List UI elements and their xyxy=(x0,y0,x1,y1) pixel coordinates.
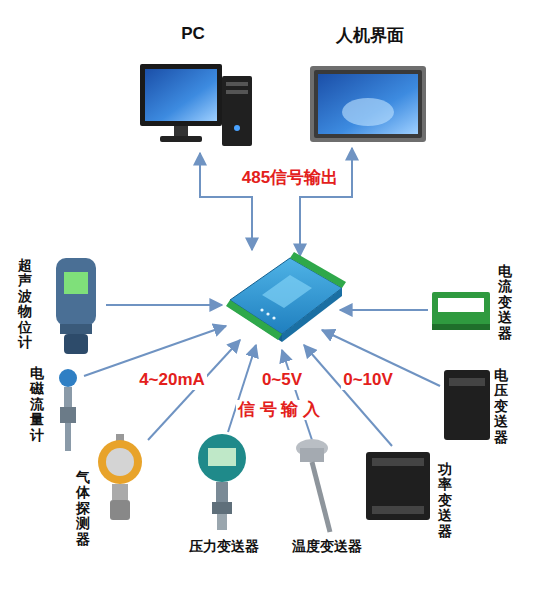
gas-detector xyxy=(110,500,130,520)
hmi-picture xyxy=(310,66,426,142)
device-node: 温度变送器 xyxy=(292,538,362,556)
hmi-caption: 人机界面 xyxy=(336,24,404,47)
temperature-transmitter xyxy=(296,439,330,532)
device-node: 电磁流量计 xyxy=(30,366,44,443)
converter-module xyxy=(226,300,282,340)
signal-range-label: 0~5V xyxy=(260,370,304,390)
gas-detector xyxy=(106,448,134,476)
current-transducer xyxy=(432,324,490,330)
converter-module xyxy=(266,312,269,315)
ultrasonic-meter xyxy=(64,272,88,294)
device-node: 电流变送器 xyxy=(498,264,512,341)
output-arrows xyxy=(200,148,352,256)
device-caption: 电压变送器 xyxy=(494,368,508,445)
device-node: 超声波物位计 xyxy=(18,258,32,350)
hmi-picture xyxy=(318,74,418,134)
voltage-transducer xyxy=(449,378,485,386)
flow-meter xyxy=(64,387,72,407)
pc-picture xyxy=(140,64,252,146)
converter-module xyxy=(226,252,346,342)
converter-module xyxy=(260,308,263,311)
device-caption: 压力变送器 xyxy=(189,538,259,556)
ultrasonic-meter xyxy=(56,258,96,354)
ultrasonic-meter xyxy=(60,324,92,334)
temperature-transmitter xyxy=(312,462,330,532)
converter-module xyxy=(262,275,312,308)
pc-picture xyxy=(160,136,202,142)
power-transducer xyxy=(372,458,424,466)
device-caption: 电流变送器 xyxy=(498,264,512,341)
flow-meter xyxy=(59,369,77,451)
gas-detector xyxy=(98,434,142,520)
signal-output-label: 485信号输出 xyxy=(240,168,340,188)
gas-detector xyxy=(112,484,128,500)
device-node: 电压变送器 xyxy=(494,368,508,445)
pc-picture xyxy=(226,90,248,94)
pressure-transmitter xyxy=(198,434,246,530)
power-transducer xyxy=(366,452,430,520)
current-transducer xyxy=(438,298,484,312)
device-caption: 气体探测器 xyxy=(76,470,90,547)
temperature-transmitter xyxy=(300,448,324,462)
input-arrows xyxy=(106,304,222,306)
voltage-transducer xyxy=(444,370,490,440)
converter-module xyxy=(272,316,275,319)
pc-caption: PC xyxy=(181,24,205,44)
device-node: 压力变送器 xyxy=(189,538,259,556)
signal-range-label: 4~20mA xyxy=(137,370,207,390)
hmi-picture xyxy=(342,98,394,126)
power-transducer xyxy=(372,506,424,514)
pc-picture xyxy=(174,126,188,136)
output-arrows xyxy=(300,148,352,256)
pc-picture xyxy=(222,76,252,146)
pc-picture xyxy=(140,64,222,126)
pressure-transmitter xyxy=(208,448,236,466)
device-caption: 温度变送器 xyxy=(292,538,362,556)
device-node: 功率变送器 xyxy=(438,462,452,539)
flow-meter xyxy=(65,423,71,451)
hmi-picture xyxy=(314,70,422,138)
pressure-transmitter xyxy=(212,502,232,514)
device-node: PC xyxy=(181,24,205,44)
device-caption: 功率变送器 xyxy=(438,462,452,539)
hmi-picture xyxy=(310,66,426,142)
converter-module xyxy=(230,258,342,334)
gas-detector xyxy=(98,440,142,484)
input-arrows xyxy=(282,350,312,440)
input-arrows xyxy=(304,345,392,446)
pc-picture xyxy=(145,69,217,121)
flow-meter xyxy=(59,369,77,387)
device-node: 人机界面 xyxy=(336,24,404,47)
pc-picture xyxy=(226,82,248,86)
current-transducer xyxy=(432,292,490,328)
input-arrows xyxy=(148,340,240,440)
pressure-transmitter xyxy=(198,434,246,482)
current-transducer xyxy=(432,292,490,330)
device-node: 气体探测器 xyxy=(76,470,90,547)
pressure-transmitter xyxy=(216,482,228,502)
power-transducer xyxy=(366,452,430,520)
ultrasonic-meter xyxy=(56,258,96,326)
device-caption: 超声波物位计 xyxy=(18,258,32,350)
voltage-transducer xyxy=(444,370,490,440)
input-arrows xyxy=(84,326,226,376)
input-arrows xyxy=(340,309,428,311)
signal-range-label: 0~10V xyxy=(341,370,395,390)
signal-input-label: 信 号 输 入 xyxy=(236,400,322,420)
pc-picture xyxy=(234,125,240,131)
flow-meter xyxy=(60,407,76,423)
pressure-transmitter xyxy=(217,514,227,530)
ultrasonic-meter xyxy=(64,334,88,354)
device-caption: 电磁流量计 xyxy=(30,366,44,443)
